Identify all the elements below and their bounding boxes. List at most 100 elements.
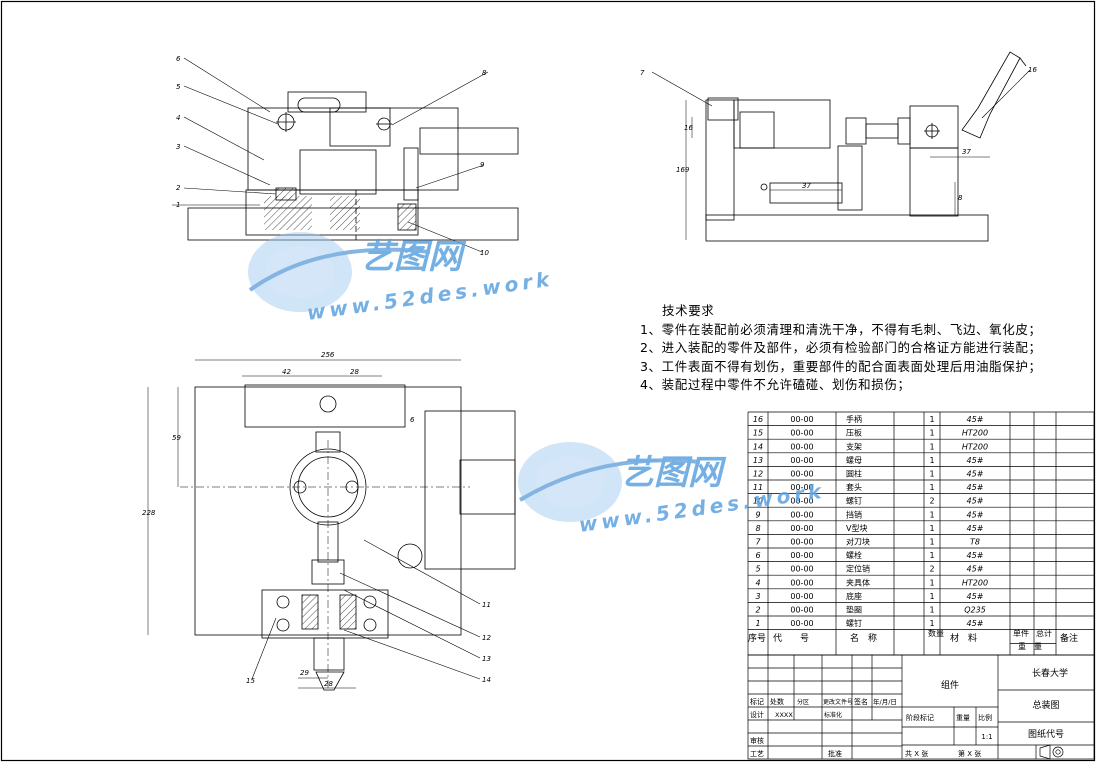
dim-28b: 28 (324, 680, 333, 688)
bom-cell-name: V型块 (846, 523, 867, 533)
bom-cell-qty: 1 (929, 442, 934, 451)
bom-cell-material: 45# (967, 456, 984, 465)
handle (961, 51, 1021, 139)
dim-169: 169 (676, 166, 690, 174)
bom-cell-code: 00-00 (790, 619, 813, 628)
bom-cell-code: 00-00 (790, 510, 813, 519)
bom-cell-qty: 2 (929, 565, 934, 574)
bom-header-weight: 重 量 (1018, 641, 1042, 651)
bom-cell-code: 00-00 (790, 592, 813, 601)
scale-value: 1:1 (981, 733, 992, 741)
callout-6: 6 (176, 55, 181, 63)
watermark-brand: 艺图网 (360, 237, 467, 277)
bom-header-material: 材 料 (950, 632, 977, 644)
callout-9: 9 (480, 161, 485, 169)
drawing-name: 总装图 (1032, 699, 1059, 711)
bom-cell-qty: 1 (929, 415, 934, 424)
v-block-cap (297, 97, 341, 113)
bom-cell-qty: 1 (929, 578, 934, 587)
bom-cell-no: 13 (753, 456, 763, 465)
bom-cell-name: 压板 (846, 428, 862, 438)
bom-cell-name: 对刀块 (846, 537, 870, 547)
label-sign: 签名 (854, 697, 868, 706)
bom-cell-material: HT200 (962, 578, 988, 587)
bom-cell-code: 00-00 (790, 551, 813, 560)
top-view (147, 359, 516, 691)
bom-cell-qty: 2 (929, 497, 934, 506)
callout-13: 13 (482, 655, 491, 663)
bom-cell-qty: 1 (929, 483, 934, 492)
school-name: 长春大学 (1032, 667, 1068, 679)
bom-cell-qty: 1 (929, 470, 934, 479)
bom-cell-material: Q235 (964, 606, 986, 615)
label-weight: 重量 (956, 714, 970, 722)
bracket (909, 147, 959, 217)
watermark-brand-2: 艺图网 (620, 453, 727, 493)
callout-labels: 6 5 4 3 2 1 8 9 10 7 16 11 12 13 14 15 (176, 55, 1037, 685)
bom-cell-qty: 1 (929, 538, 934, 547)
bom-header-unit: 单件 (1013, 628, 1029, 638)
bom-cell-material: 45# (967, 483, 984, 492)
callout-1: 1 (176, 201, 180, 209)
bom-cell-qty: 1 (929, 510, 934, 519)
bom-cell-name: 套头 (846, 482, 862, 492)
label-design: 设计 (750, 710, 764, 719)
bom-cell-code: 00-00 (790, 497, 813, 506)
dim-6: 6 (410, 416, 415, 424)
bom-cell-no: 1 (755, 619, 760, 628)
part-label: 组件 (941, 679, 959, 691)
bom-cell-qty: 1 (929, 429, 934, 438)
side-base (705, 214, 989, 242)
stop-pin (403, 147, 419, 201)
callout-3: 3 (176, 143, 180, 151)
bom-cell-name: 挡销 (846, 509, 862, 519)
bom-cell-qty: 1 (929, 456, 934, 465)
label-approve: 批准 (828, 749, 842, 758)
bracket-top (909, 105, 959, 149)
sleeve (845, 117, 867, 145)
bom-cell-qty: 1 (929, 606, 934, 615)
bom-header-no: 序号 (748, 632, 766, 644)
bom-cell-no: 16 (753, 415, 763, 424)
label-stage: 阶段标记 (906, 713, 934, 722)
watermark-top: 艺图网 www.52des.work (248, 232, 555, 325)
dim-42: 42 (282, 368, 291, 376)
label-count: 处数 (770, 697, 784, 706)
bom-cell-name: 螺母 (846, 455, 862, 465)
bom-cell-name: 螺钉 (846, 496, 862, 506)
tech-requirement-2: 2、进入装配的零件及部件，必须有检验部门的合格证方能进行装配； (640, 340, 1042, 355)
label-mark: 标记 (750, 697, 764, 706)
bom-header-note: 备注 (1060, 632, 1078, 644)
label-sheets: 共 X 张 (905, 749, 928, 758)
bom-cell-qty: 1 (929, 592, 934, 601)
bom-cell-name: 手柄 (846, 414, 862, 424)
dim-8: 8 (958, 194, 963, 202)
callout-10: 10 (480, 249, 489, 257)
bom-cell-code: 00-00 (790, 470, 813, 479)
bom-cell-material: 45# (967, 497, 984, 506)
bom-header-code: 代 号 (773, 633, 809, 644)
dim-16: 16 (684, 124, 693, 132)
drawing-code-label: 图纸代号 (1028, 728, 1064, 740)
bom-cell-code: 00-00 (790, 442, 813, 451)
dim-256: 256 (321, 351, 335, 359)
tech-requirements: 技术要求 1、零件在装配前必须清理和清洗干净，不得有毛刺、飞边、氧化皮； 2、进… (640, 302, 1042, 395)
bom-cell-no: 14 (753, 442, 763, 451)
tech-requirement-3: 3、工件表面不得有划伤，重要部件的配合面表面处理后用油脂保护； (640, 358, 1042, 374)
bom-cell-material: 45# (967, 524, 984, 533)
front-view (172, 57, 519, 253)
bom-cell-name: 支架 (846, 441, 862, 451)
label-ratio: 比例 (978, 713, 992, 722)
bom-cell-material: 45# (967, 415, 984, 424)
label-standard: 标准化 (824, 711, 842, 719)
callout-5: 5 (176, 83, 181, 91)
bom-cell-material: 45# (967, 592, 984, 601)
dim-59: 59 (172, 434, 181, 442)
bom-cell-qty: 1 (929, 524, 934, 533)
bom-cell-name: 螺钉 (846, 618, 862, 628)
bom-cell-code: 00-00 (790, 429, 813, 438)
bom-cell-material: 45# (967, 510, 984, 519)
bom-cell-material: 45# (967, 551, 984, 560)
